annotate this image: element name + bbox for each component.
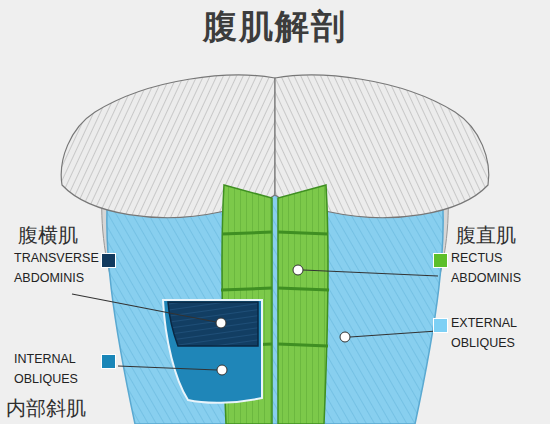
legend-text: EXTERNAL OBLIQUES	[451, 313, 531, 353]
pointer-dot	[217, 365, 227, 375]
pointer-dot	[216, 318, 226, 328]
pointer-dot	[340, 332, 350, 342]
muscle-name: 腹横肌	[18, 222, 78, 249]
leader-lines	[72, 270, 438, 370]
muscle-name: 内部斜肌	[6, 395, 86, 422]
legend-swatch	[433, 253, 448, 268]
internal-oblique	[163, 300, 262, 403]
pointer-dot	[293, 265, 303, 275]
rectus-right	[278, 185, 328, 424]
legend-swatch	[433, 318, 448, 333]
legend-text: INTERNAL OBLIQUES	[14, 349, 98, 389]
legend-text: TRANSVERSE ABDOMINIS	[14, 248, 98, 288]
transverse-abdominis	[168, 302, 258, 346]
title: 腹肌解剖	[0, 4, 550, 50]
legend-swatch	[101, 253, 116, 268]
muscle-name: 腹直肌	[456, 222, 516, 249]
legend-text: RECTUS ABDOMINIS	[451, 248, 531, 288]
legend-swatch	[101, 354, 116, 369]
